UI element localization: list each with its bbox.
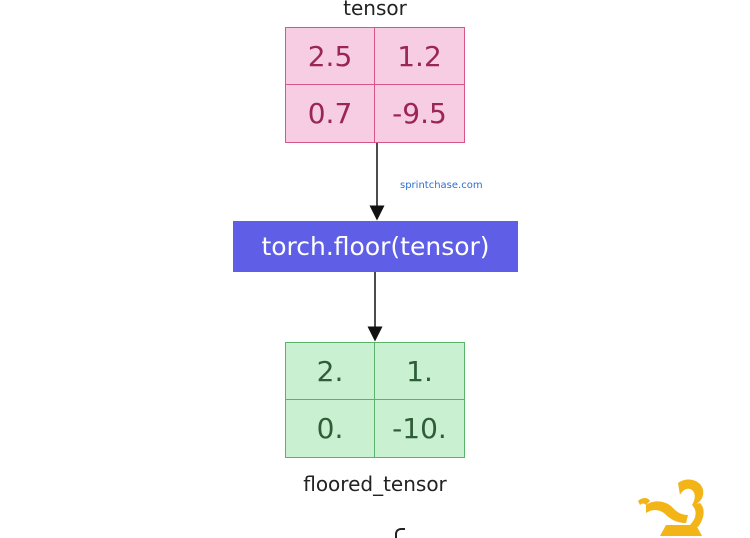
operation-box: torch.floor(tensor) — [233, 221, 518, 272]
input-cell: 2.5 — [286, 28, 375, 85]
yellow-figure-logo-icon — [638, 479, 704, 536]
input-cell: 0.7 — [286, 85, 375, 142]
cropped-text-fragment — [395, 528, 405, 538]
output-tensor-label: floored_tensor — [303, 472, 447, 496]
output-cell: 1. — [375, 343, 464, 400]
output-tensor-grid: 2. 1. 0. -10. — [285, 342, 465, 458]
input-tensor-grid: 2.5 1.2 0.7 -9.5 — [285, 27, 465, 143]
input-tensor-label: tensor — [343, 0, 407, 20]
input-cell: 1.2 — [375, 28, 464, 85]
input-cell: -9.5 — [392, 97, 447, 130]
watermark-text: sprintchase.com — [400, 180, 483, 191]
output-cell: -10. — [392, 412, 447, 445]
output-cell: 2. — [286, 343, 375, 400]
output-cell: 0. — [286, 400, 375, 457]
